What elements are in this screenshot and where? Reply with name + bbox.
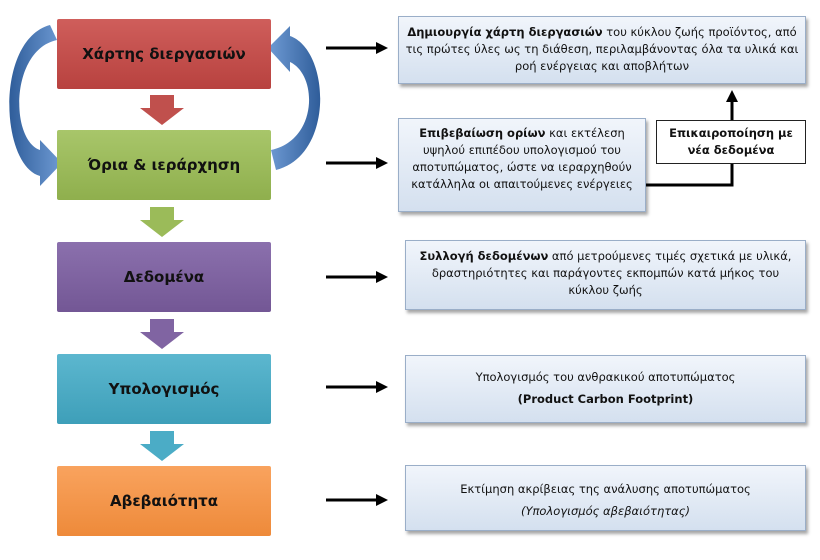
description-uncertainty: Εκτίμηση ακρίβειας της ανάλυσης αποτυπώμ… [405,465,806,531]
down-arrow-3 [140,319,184,349]
description-boundaries: Επιβεβαίωση ορίων και εκτέλεση υψηλού επ… [398,118,646,212]
description-data-title: Συλλογή δεδομένων [419,249,549,263]
step-data-label: Δεδομένα [123,268,205,286]
step-data[interactable]: Δεδομένα [57,242,271,312]
down-arrow-1 [140,95,184,125]
step-boundaries-label: Όρια & ιεράρχηση [87,156,241,174]
step-uncertainty-label: Αβεβαιότητα [109,492,219,510]
step-boundaries[interactable]: Όρια & ιεράρχηση [57,130,271,200]
description-process-map-text: του κύκλου ζωής προϊόντος, από τις πρώτε… [405,25,799,73]
description-uncertainty-line2: (Υπολογισμός αβεβαιότητας) [521,504,690,518]
step-calculation[interactable]: Υπολογισμός [57,354,271,424]
arrow-head-4 [376,381,388,393]
feedback-arrow-head [726,90,738,102]
arrow-head-3 [376,271,388,283]
step-calculation-label: Υπολογισμός [108,380,220,398]
step-process-map-label: Χάρτης διεργασιών [82,45,246,63]
description-calculation-line1: Υπολογισμός του ανθρακικού αποτυπώματος [475,370,736,384]
loop-arrow-left [9,25,62,186]
update-with-new-data-label: Επικαιροποίηση με νέα δεδομένα [669,126,793,157]
description-data-text: από μετρούμενες τιμές σχετικά με υλικά, … [431,249,792,297]
down-arrow-2 [140,207,184,237]
down-arrow-4 [140,431,184,461]
arrow-head-2 [376,157,388,169]
description-calculation: Υπολογισμός του ανθρακικού αποτυπώματος … [405,355,806,423]
arrow-head-5 [376,494,388,506]
description-calculation-line2: (Product Carbon Footprint) [517,392,694,406]
update-with-new-data-box: Επικαιροποίηση με νέα δεδομένα [656,120,806,164]
description-process-map: Δημιουργία χάρτη διεργασιών του κύκλου ζ… [398,16,806,84]
description-data: Συλλογή δεδομένων από μετρούμενες τιμές … [405,240,806,310]
description-boundaries-text: και εκτέλεση υψηλού επιπέδου υπολογισμού… [411,126,633,191]
step-uncertainty[interactable]: Αβεβαιότητα [57,466,271,536]
description-boundaries-title: Επιβεβαίωση ορίων [419,126,546,140]
description-uncertainty-line1: Εκτίμηση ακρίβειας της ανάλυσης αποτυπώμ… [460,482,751,496]
arrow-head-1 [376,42,388,54]
description-process-map-title: Δημιουργία χάρτη διεργασιών [407,25,603,39]
step-process-map[interactable]: Χάρτης διεργασιών [57,19,271,89]
loop-arrow-right [268,26,321,170]
